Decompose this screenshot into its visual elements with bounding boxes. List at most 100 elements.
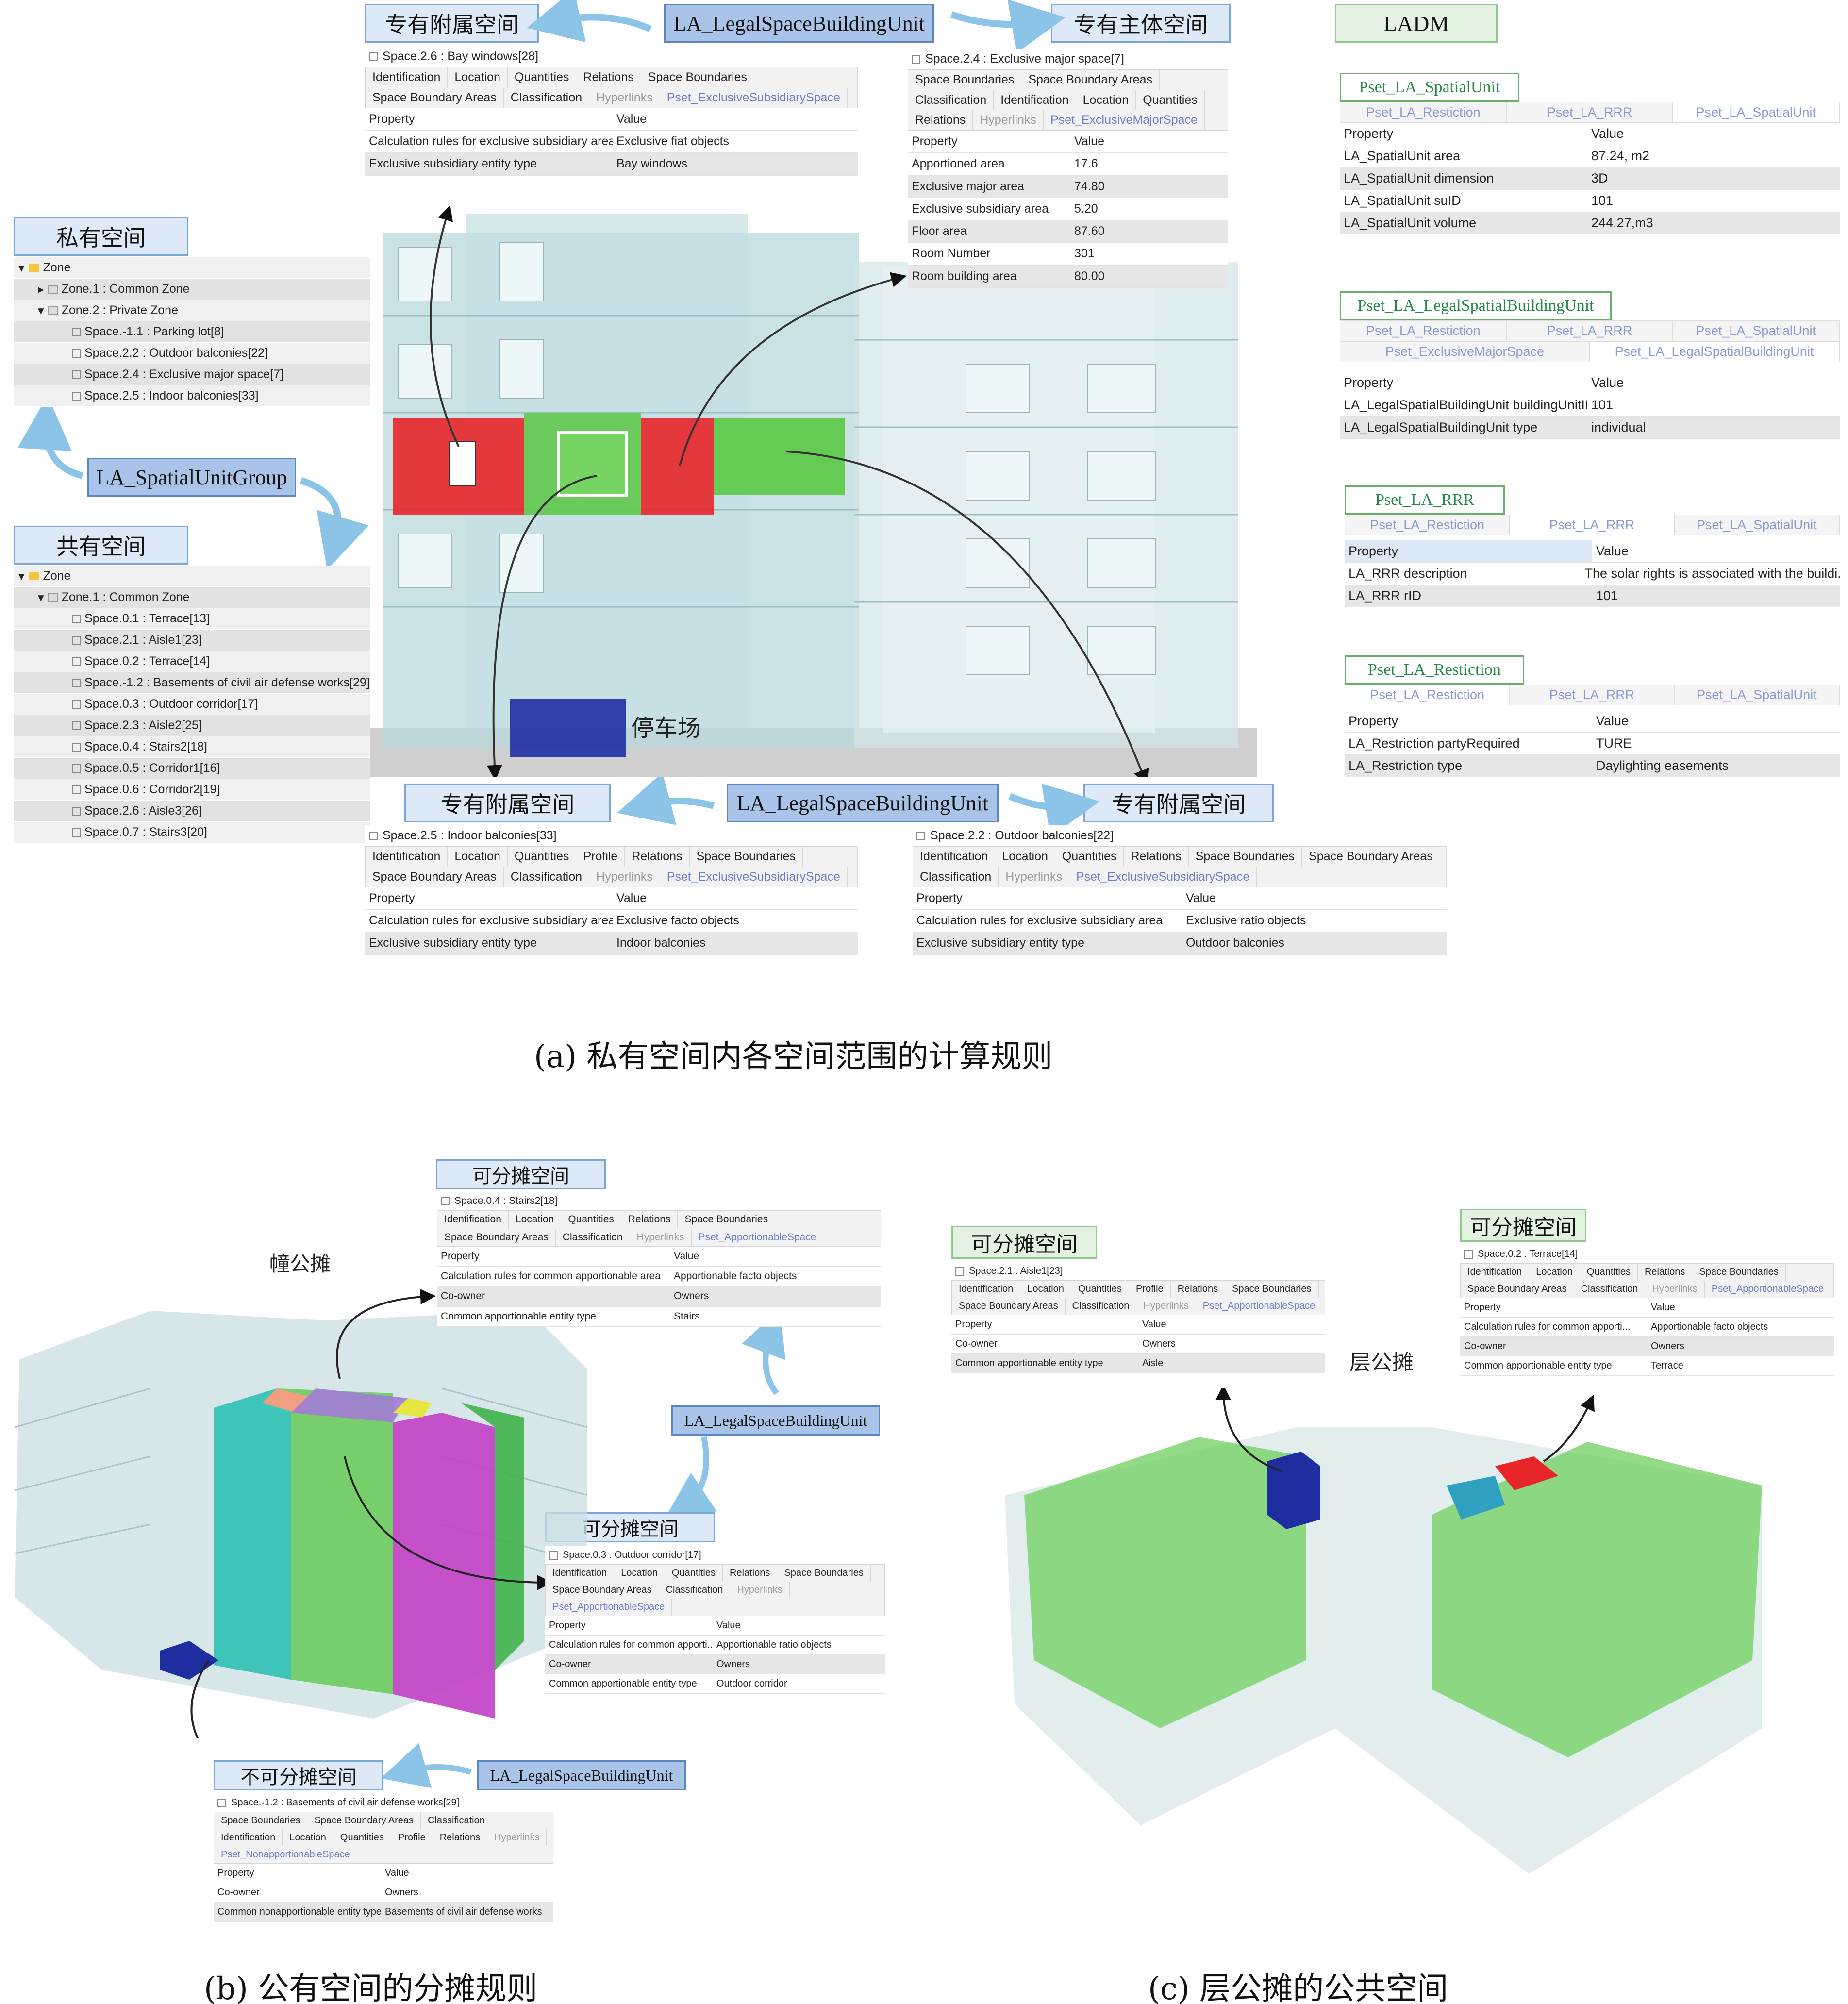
tab[interactable]: Hyperlinks — [973, 110, 1044, 130]
tab[interactable]: Hyperlinks — [730, 1582, 790, 1599]
tab[interactable]: Classification — [659, 1582, 731, 1599]
tab[interactable]: Pset_LA_SpatialUnit — [1673, 321, 1840, 341]
tab[interactable]: Space Boundary Areas — [1461, 1281, 1574, 1298]
tree-item[interactable]: Space.0.7 : Stairs3[20] — [14, 822, 370, 843]
tab[interactable]: Quantities — [561, 1211, 621, 1229]
tab[interactable]: Location — [614, 1565, 665, 1582]
tab[interactable]: Identification — [994, 90, 1076, 110]
tree-item[interactable]: Space.2.3 : Aisle2[25] — [14, 715, 370, 736]
tab[interactable]: Hyperlinks — [1645, 1281, 1705, 1298]
tab[interactable]: Classification — [556, 1228, 630, 1246]
tab[interactable]: Quantities — [1055, 847, 1124, 867]
tab[interactable]: Relations — [625, 847, 690, 867]
tab[interactable]: Pset_LA_SpatialUnit — [1673, 102, 1840, 122]
tab[interactable]: Identification — [1461, 1264, 1530, 1281]
tab[interactable]: Location — [283, 1829, 333, 1846]
tab[interactable]: Pset_LA_SpatialUnit — [1675, 685, 1839, 705]
tree-item[interactable]: Space.2.2 : Outdoor balconies[22] — [14, 343, 370, 364]
tab[interactable]: Identification — [546, 1565, 615, 1582]
tree-item[interactable]: Space.2.4 : Exclusive major space[7] — [14, 364, 370, 385]
tree-item[interactable]: Space.2.1 : Aisle1[23] — [14, 630, 370, 651]
tab[interactable]: Pset_ApportionableSpace — [546, 1599, 672, 1616]
tab[interactable]: Space Boundaries — [690, 847, 803, 867]
tab[interactable]: Pset_ExclusiveSubsidiarySpace — [660, 867, 848, 887]
tree-item[interactable]: ▾Zone.2 : Private Zone — [14, 300, 370, 321]
tab[interactable]: Space Boundaries — [1189, 847, 1302, 867]
tree-item[interactable]: Space.2.6 : Aisle3[26] — [14, 801, 370, 822]
tab[interactable]: Location — [448, 67, 508, 88]
tree-item[interactable]: Space.0.3 : Outdoor corridor[17] — [14, 694, 370, 715]
tab[interactable]: Pset_ExclusiveSubsidiarySpace — [1069, 867, 1257, 887]
tree-item[interactable]: Space.0.4 : Stairs2[18] — [14, 736, 370, 758]
tab[interactable]: Space Boundary Areas — [1021, 70, 1160, 90]
tab[interactable]: Hyperlinks — [1136, 1298, 1196, 1315]
tab[interactable]: Space Boundary Areas — [546, 1582, 659, 1599]
tab[interactable]: Identification — [366, 847, 448, 867]
tab[interactable]: Space Boundary Areas — [366, 87, 504, 108]
tree-item[interactable]: ▾Zone — [14, 257, 370, 279]
tab[interactable]: Pset_ExclusiveMajorSpace — [1044, 110, 1205, 130]
tab[interactable]: Space Boundary Areas — [437, 1228, 556, 1246]
tab[interactable]: Space Boundaries — [908, 70, 1022, 90]
tab[interactable]: Profile — [1129, 1281, 1171, 1298]
tab[interactable]: Pset_LA_Restiction — [1345, 685, 1510, 705]
tab[interactable]: Space Boundary Areas — [952, 1298, 1066, 1315]
tab[interactable]: Quantities — [1136, 90, 1205, 110]
tab[interactable]: Relations — [723, 1565, 778, 1582]
tab[interactable]: Pset_LA_RRR — [1507, 321, 1673, 341]
tab[interactable]: Pset_LA_RRR — [1510, 685, 1675, 705]
tab[interactable]: Pset_LA_Restiction — [1340, 321, 1507, 341]
tree-item[interactable]: ▾Zone — [14, 566, 370, 587]
tree-item[interactable]: Space.-1.2 : Basements of civil air defe… — [14, 672, 370, 694]
tab[interactable]: Quantities — [508, 67, 577, 88]
tab[interactable]: Space Boundary Areas — [366, 867, 504, 887]
tree-item[interactable]: Space.-1.1 : Parking lot[8] — [14, 321, 370, 343]
tree-item[interactable]: Space.2.5 : Indoor balconies[33] — [14, 385, 370, 407]
tab[interactable]: Hyperlinks — [999, 867, 1069, 887]
tab[interactable]: Identification — [214, 1829, 283, 1846]
tab[interactable]: Pset_LA_RRR — [1507, 102, 1673, 122]
tree-item[interactable]: Space.0.6 : Corridor2[19] — [14, 779, 370, 801]
tab[interactable]: Quantities — [333, 1829, 391, 1846]
tab[interactable]: Pset_LA_LegalSpatialBuildingUnit — [1590, 342, 1839, 362]
tab[interactable]: Space Boundaries — [1692, 1264, 1786, 1281]
tab[interactable]: Identification — [366, 67, 448, 88]
tab[interactable]: Relations — [576, 67, 641, 88]
tree-item[interactable]: Space.0.1 : Terrace[13] — [14, 608, 370, 630]
tab[interactable]: Location — [1076, 90, 1136, 110]
tab[interactable]: Space Boundaries — [1225, 1281, 1319, 1298]
tab[interactable]: Classification — [913, 867, 999, 887]
tab[interactable]: Pset_ExclusiveMajorSpace — [1340, 342, 1590, 362]
tab[interactable]: Pset_LA_Restiction — [1345, 515, 1510, 535]
tab[interactable]: Location — [995, 847, 1055, 867]
tab[interactable]: Pset_ExclusiveSubsidiarySpace — [660, 87, 848, 108]
tab[interactable]: Space Boundaries — [777, 1565, 871, 1582]
tab[interactable]: Space Boundaries — [641, 67, 755, 88]
tab[interactable]: Space Boundaries — [214, 1812, 308, 1829]
tab[interactable]: Profile — [576, 847, 625, 867]
tab[interactable]: Classification — [504, 867, 590, 887]
tab[interactable]: Pset_ApportionableSpace — [1196, 1298, 1323, 1315]
tab[interactable]: Location — [509, 1211, 562, 1229]
tab[interactable]: Quantities — [1071, 1281, 1129, 1298]
tab[interactable]: Relations — [1124, 847, 1189, 867]
tab[interactable]: Relations — [1638, 1264, 1693, 1281]
tab[interactable]: Classification — [504, 87, 590, 108]
tab[interactable]: Pset_NonapportionableSpace — [214, 1846, 357, 1863]
tab[interactable]: Identification — [913, 847, 996, 867]
tab[interactable]: Identification — [437, 1211, 509, 1229]
tab[interactable]: Relations — [1171, 1281, 1226, 1298]
tab[interactable]: Location — [1020, 1281, 1071, 1298]
tab[interactable]: Hyperlinks — [487, 1829, 547, 1846]
tab[interactable]: Location — [448, 847, 508, 867]
tab[interactable]: Pset_LA_Restiction — [1340, 102, 1507, 122]
tab[interactable]: Quantities — [1580, 1264, 1638, 1281]
tree-item[interactable]: Space.0.5 : Corridor1[16] — [14, 758, 370, 779]
tree-item[interactable]: ▸Zone.1 : Common Zone — [14, 279, 370, 300]
tab[interactable]: Pset_ApportionableSpace — [692, 1228, 824, 1246]
tab[interactable]: Space Boundary Areas — [307, 1812, 421, 1829]
tab[interactable]: Quantities — [508, 847, 577, 867]
tab[interactable]: Space Boundary Areas — [1302, 847, 1440, 867]
tab[interactable]: Location — [1529, 1264, 1580, 1281]
tab[interactable]: Relations — [908, 110, 973, 130]
